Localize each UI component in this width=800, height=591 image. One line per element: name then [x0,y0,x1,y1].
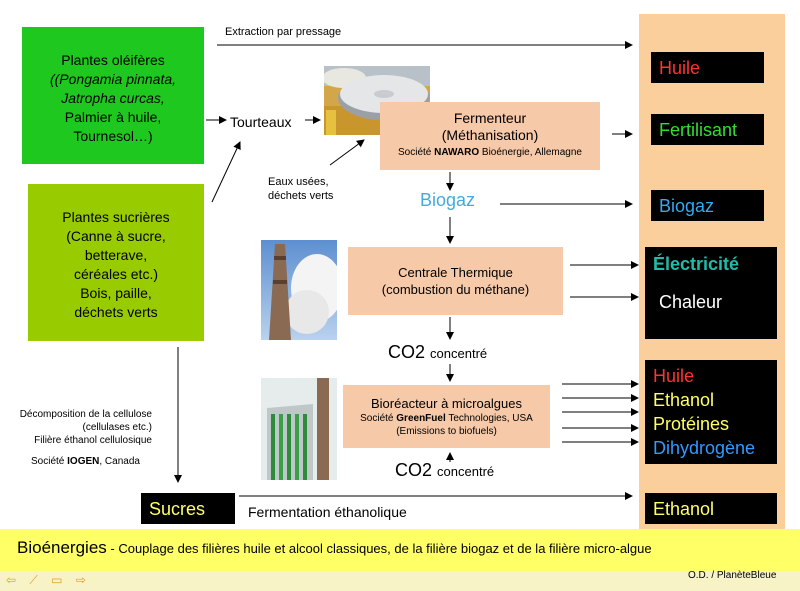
box-plantes-oleiferes: Plantes oléifères ((Pongamia pinnata, Ja… [22,27,204,164]
box-plantes-sucrieres: Plantes sucrières (Canne à sucre, better… [28,184,204,341]
arrow-right-icon[interactable]: ⇨ [75,573,86,587]
box-bioreacteur: Bioréacteur à microalgues Société GreenF… [343,385,550,448]
bottom-strip [0,571,800,591]
output-microalgues: Huile Ethanol Protéines Dihydrogène [645,360,777,464]
fermenteur-subtitle: (Méthanisation) [441,127,539,143]
label-biogaz: Biogaz [420,190,476,210]
label-decomposition: Décomposition de la cellulose (cellulase… [6,408,152,447]
plantes-sucrieres-line-6: déchets verts [74,304,158,320]
footer-title: Bioénergies [17,538,107,557]
bioreacteur-illustration [261,378,337,480]
plantes-sucrieres-line-4: céréales etc.) [73,266,159,282]
bioreacteur-note: (Emissions to biofuels) [396,426,497,437]
label-eaux-usees-2: déchets verts [268,190,334,202]
label-iogen: Société IOGEN, Canada [31,456,140,467]
output-micro-ethanol: Ethanol [653,390,715,410]
plantes-sucrieres-line-1: Plantes sucrières [62,209,170,225]
co2-2-sub: concentré [437,464,495,479]
photo-bioreacteur [261,378,337,480]
plantes-oleiferes-species-1: ((Pongamia pinnata, [49,71,177,87]
output-fertilisant: Fertilisant [651,114,764,145]
decomposition-line-1: Décomposition de la cellulose [19,409,152,420]
plantes-oleiferes-species-3: Palmier à huile, [64,109,162,125]
iogen-company: IOGEN [67,456,100,467]
menu-icon[interactable]: ▭ [51,573,63,587]
centrale-title: Centrale Thermique [398,265,513,280]
label-tourteaux: Tourteaux [230,114,292,130]
plantes-oleiferes-species-4: Tournesol…) [73,128,153,144]
footer-band: Bioénergies - Couplage des filières huil… [0,529,800,571]
fermenteur-title: Fermenteur [453,110,527,126]
co2-1-main: CO2 [388,342,426,362]
footer-title-line: Bioénergies - Couplage des filières huil… [17,538,652,558]
co2-2-main: CO2 [395,460,433,480]
label-fermentation: Fermentation éthanolique [248,504,407,520]
output-micro-huile: Huile [653,366,695,386]
output-huile: Huile [651,52,764,83]
output-ethanol: Ethanol [645,493,777,524]
label-co2-2: CO2 concentré [395,460,494,481]
pencil-icon[interactable]: ⟋ [29,573,38,587]
arrow-sugar-to-tourteaux [211,141,241,203]
photo-fermenteur [324,66,430,135]
arrow-left-icon[interactable]: ⇦ [6,573,17,587]
plantes-sucrieres-line-3: betterave, [84,247,148,263]
label-extraction: Extraction par pressage [225,26,342,38]
plantes-oleiferes-title: Plantes oléifères [61,52,165,68]
plantes-oleiferes-species-2: Jatropha curcas, [61,90,165,106]
output-electricite: Électricité [653,254,740,274]
footer-subtitle: - Couplage des filières huile et alcool … [106,541,652,556]
decomposition-line-2: (cellulases etc.) [82,422,152,433]
photo-centrale [261,240,337,340]
label-eaux-usees-1: Eaux usées, [268,176,329,188]
box-sucres: Sucres [141,493,235,524]
box-centrale-thermique: Centrale Thermique (combustion du méthan… [348,247,563,315]
nav-bar: ⇦ ⟋ ▭ ⇨ [6,573,86,588]
decomposition-line-3: Filière éthanol cellulosique [34,435,152,446]
output-chaleur: Chaleur [659,292,723,312]
footer-credit: O.D. / PlanèteBleue [688,570,777,581]
co2-1-sub: concentré [430,346,488,361]
fermenteur-company: Société NAWARO Bioénergie, Allemagne [398,147,582,158]
arrow-eaux-to-fermenteur [329,139,365,166]
plantes-sucrieres-line-5: Bois, paille, [80,285,152,301]
bioreacteur-company: Société GreenFuel Technologies, USA [360,413,533,424]
label-co2-1: CO2 concentré [388,342,487,363]
output-electricite-chaleur: Électricité Chaleur [645,247,777,339]
output-biogaz: Biogaz [651,190,764,221]
output-micro-proteines: Protéines [653,414,730,434]
plantes-sucrieres-line-2: (Canne à sucre, [66,228,166,244]
bioreacteur-title: Bioréacteur à microalgues [370,396,523,411]
centrale-illustration [261,240,337,340]
box-fermenteur: Fermenteur (Méthanisation) Société NAWAR… [380,102,600,170]
centrale-subtitle: (combustion du méthane) [381,282,530,297]
output-micro-dihydrogene: Dihydrogène [653,438,756,458]
